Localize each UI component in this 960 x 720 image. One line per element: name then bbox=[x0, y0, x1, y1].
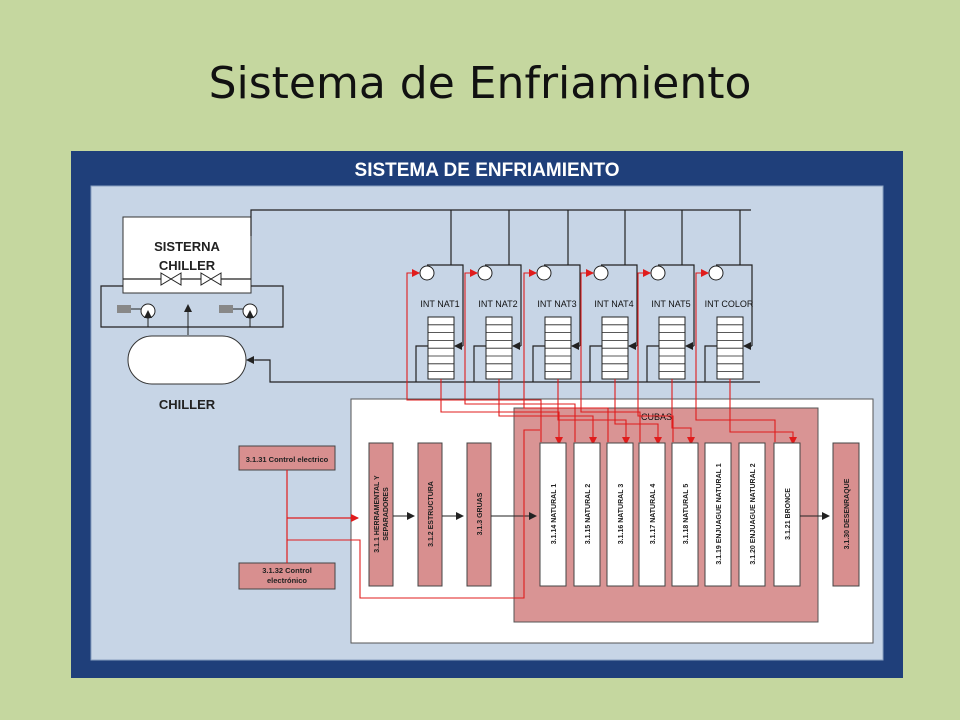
svg-text:3.1.15 NATURAL 2: 3.1.15 NATURAL 2 bbox=[585, 484, 592, 545]
station-3: 3.1.3 GRUAS bbox=[466, 442, 492, 587]
tank-8: 3.1.21 BRONCE bbox=[773, 442, 801, 587]
exchanger-label: INT COLOR bbox=[705, 299, 754, 309]
tank-4: 3.1.17 NATURAL 4 bbox=[638, 442, 666, 587]
pump-icon bbox=[477, 265, 493, 281]
sisterna-label-line2: CHILLER bbox=[159, 258, 216, 273]
tank-5: 3.1.18 NATURAL 5 bbox=[671, 442, 699, 587]
svg-text:3.1.17 NATURAL 4: 3.1.17 NATURAL 4 bbox=[650, 484, 657, 545]
svg-text:3.1.16 NATURAL 3: 3.1.16 NATURAL 3 bbox=[618, 484, 625, 545]
exchanger-4: INT NAT4 bbox=[580, 210, 662, 445]
cubas-label: CUBAS bbox=[641, 412, 672, 422]
slide-title: Sistema de Enfriamiento bbox=[208, 58, 752, 109]
control-electrico-label: 3.1.31 Control electrico bbox=[246, 455, 329, 464]
diagram-title: SISTEMA DE ENFRIAMIENTO bbox=[355, 160, 620, 181]
exchanger-2: INT NAT2 bbox=[464, 210, 597, 445]
chiller-vessel bbox=[127, 335, 247, 385]
sisterna-chiller-tank bbox=[122, 216, 252, 294]
control-electronico-label-line2: electrónico bbox=[267, 576, 307, 585]
tank-2: 3.1.15 NATURAL 2 bbox=[573, 442, 601, 587]
tank-7: 3.1.20 ENJUAGUE NATURAL 2 bbox=[738, 442, 766, 587]
exchanger-label: INT NAT1 bbox=[420, 299, 459, 309]
pump-icon bbox=[650, 265, 666, 281]
control-electronico-box bbox=[238, 562, 336, 590]
exchanger-1: INT NAT1 bbox=[406, 210, 563, 445]
exchanger-6: INT COLOR bbox=[695, 210, 797, 445]
svg-text:3.1.14 NATURAL 1: 3.1.14 NATURAL 1 bbox=[551, 484, 558, 545]
exchanger-label: INT NAT4 bbox=[594, 299, 633, 309]
svg-text:3.1.20 ENJUAGUE NATURAL 2: 3.1.20 ENJUAGUE NATURAL 2 bbox=[750, 463, 757, 564]
pump-icon bbox=[708, 265, 724, 281]
pump-icon bbox=[419, 265, 435, 281]
exchanger-5: INT NAT5 bbox=[637, 210, 695, 445]
station-2: 3.1.2 ESTRUCTURA bbox=[417, 442, 443, 587]
sisterna-label-line1: SISTERNA bbox=[154, 239, 220, 254]
pump-icon bbox=[593, 265, 609, 281]
tank-1: 3.1.14 NATURAL 1 bbox=[539, 442, 567, 587]
svg-text:3.1.18 NATURAL 5: 3.1.18 NATURAL 5 bbox=[683, 484, 690, 545]
exchanger-label: INT NAT3 bbox=[537, 299, 576, 309]
filter-icon bbox=[117, 305, 233, 313]
control-electrico-box bbox=[238, 445, 336, 471]
svg-text:3.1.21 BRONCE: 3.1.21 BRONCE bbox=[785, 488, 792, 540]
pump-icon bbox=[536, 265, 552, 281]
svg-text:3.1.19 ENJUAGUE NATURAL 1: 3.1.19 ENJUAGUE NATURAL 1 bbox=[716, 463, 723, 564]
tank-6: 3.1.19 ENJUAGUE NATURAL 1 bbox=[704, 442, 732, 587]
svg-text:3.1.2 ESTRUCTURA: 3.1.2 ESTRUCTURA bbox=[428, 481, 435, 547]
exchanger-label: INT NAT5 bbox=[651, 299, 690, 309]
control-electronico-label-line1: 3.1.32 Control bbox=[262, 566, 312, 575]
station-desenraque: 3.1.30 DESENRAQUE bbox=[832, 442, 860, 587]
svg-text:3.1.3 GRUAS: 3.1.3 GRUAS bbox=[477, 492, 484, 535]
svg-text:3.1.30 DESENRAQUE: 3.1.30 DESENRAQUE bbox=[844, 478, 851, 549]
exchanger-3: INT NAT3 bbox=[523, 210, 630, 445]
exchanger-label: INT NAT2 bbox=[478, 299, 517, 309]
chiller-label: CHILLER bbox=[159, 397, 216, 412]
tank-3: 3.1.16 NATURAL 3 bbox=[606, 442, 634, 587]
